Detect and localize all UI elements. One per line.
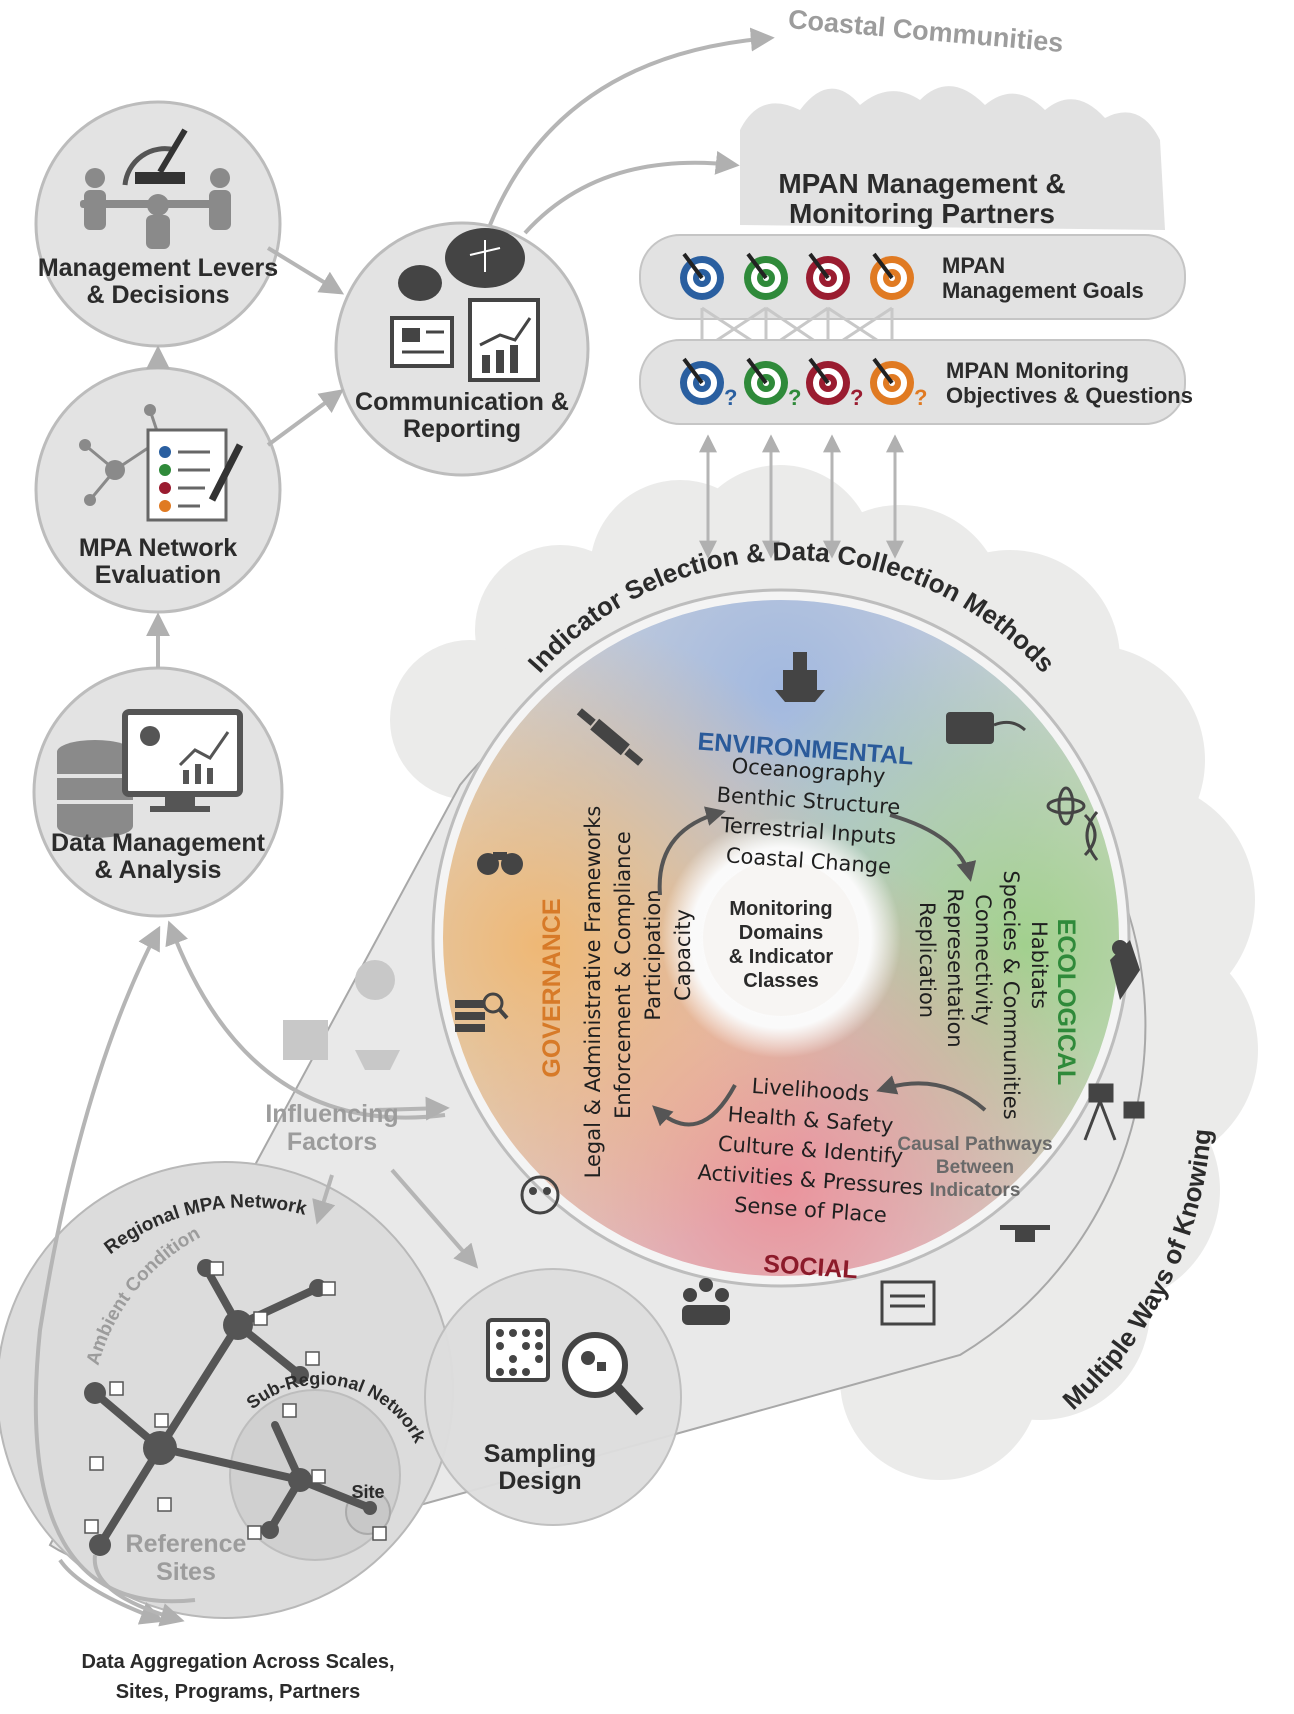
- monitoring-objectives-label: MPAN Monitoring Objectives & Questions: [946, 358, 1193, 408]
- camera-tripod-icon: [1083, 1083, 1145, 1141]
- svg-text:?: ?: [850, 385, 863, 410]
- svg-text:Between: Between: [936, 1157, 1014, 1178]
- svg-text:?: ?: [724, 385, 737, 410]
- wheel-center: [703, 860, 859, 1016]
- data-management-label: Data Management & Analysis: [51, 829, 266, 884]
- meeting-people-icon: [682, 1278, 730, 1325]
- svg-text:Factors: Factors: [287, 1128, 377, 1156]
- svg-text:Data Management: Data Management: [51, 829, 266, 857]
- svg-text:Causal Pathways: Causal Pathways: [897, 1134, 1052, 1155]
- survey-form-icon: [880, 1280, 936, 1326]
- database-monitor-icon: [57, 709, 243, 838]
- buoy-icon: [775, 652, 825, 702]
- svg-text:Sites, Programs, Partners: Sites, Programs, Partners: [116, 1681, 361, 1703]
- svg-text:Influencing: Influencing: [265, 1100, 398, 1128]
- rov-icon: [946, 712, 1027, 744]
- binoculars-icon: [477, 852, 523, 875]
- svg-text:Connectivity: Connectivity: [971, 894, 995, 1026]
- research-books-icon: [455, 992, 509, 1032]
- communication-label: Communication & Reporting: [355, 388, 569, 443]
- causal-pathways-label: Causal Pathways Between Indicators: [897, 1134, 1052, 1201]
- network-graph: [84, 1259, 387, 1556]
- svg-text:MPAN Management &: MPAN Management &: [778, 168, 1065, 199]
- diver-icon: [1110, 940, 1140, 1000]
- flow-arrows: [33, 27, 775, 1627]
- governance-title: GOVERNANCE: [538, 898, 566, 1077]
- center-label: Monitoring Domains & Indicator Classes: [729, 898, 834, 992]
- influencing-factors-label: Influencing Factors: [265, 1100, 398, 1156]
- sampling-design-label: Sampling Design: [484, 1440, 597, 1495]
- svg-text:Design: Design: [498, 1467, 581, 1495]
- svg-text:Communication &: Communication &: [355, 388, 569, 416]
- meeting-table-icon: [80, 128, 231, 249]
- community-silhouettes: [740, 86, 1165, 231]
- causal-pathway-arrows: [652, 806, 987, 1127]
- management-goals-label: MPAN Management Goals: [942, 253, 1144, 303]
- question-marks: ? ? ? ?: [724, 385, 927, 410]
- svg-text:Management Goals: Management Goals: [942, 278, 1144, 303]
- report-documents-icon: [390, 298, 540, 382]
- svg-text:Sampling: Sampling: [484, 1440, 597, 1468]
- svg-text:& Indicator: & Indicator: [729, 946, 834, 968]
- svg-text:Objectives & Questions: Objectives & Questions: [946, 383, 1193, 408]
- svg-text:& Analysis: & Analysis: [95, 856, 222, 884]
- svg-text:Data Aggregation Across Scales: Data Aggregation Across Scales,: [81, 1651, 394, 1673]
- svg-text:MPA Network: MPA Network: [79, 534, 237, 562]
- sampling-grid-magnifier-icon: [486, 1318, 644, 1416]
- objective-targets: [680, 357, 914, 405]
- svg-text:Representation: Representation: [943, 888, 967, 1048]
- objectives-wheel-arrows: [699, 434, 904, 559]
- svg-text:Monitoring Partners: Monitoring Partners: [789, 198, 1055, 229]
- coastal-communities-label: Coastal Communities: [787, 4, 1065, 58]
- svg-text:MPAN: MPAN: [942, 253, 1005, 278]
- goal-targets: [680, 252, 914, 300]
- reference-sites-label: Reference Sites: [126, 1530, 247, 1586]
- social-title: SOCIAL: [762, 1250, 858, 1285]
- svg-text:Capacity: Capacity: [671, 909, 695, 1001]
- evaluation-label: MPA Network Evaluation: [79, 534, 237, 589]
- svg-text:Habitats: Habitats: [1027, 921, 1051, 1009]
- svg-text:Evaluation: Evaluation: [95, 561, 221, 589]
- svg-text:?: ?: [914, 385, 927, 410]
- svg-text:Enforcement & Compliance: Enforcement & Compliance: [611, 831, 635, 1119]
- svg-text:Species & Communities: Species & Communities: [999, 870, 1023, 1119]
- drone-icon: [1000, 1225, 1050, 1242]
- management-levers-label: Management Levers & Decisions: [38, 254, 278, 309]
- people-group-icon: [520, 1175, 560, 1215]
- ecological-title: ECOLOGICAL: [1052, 919, 1080, 1086]
- partners-title: MPAN Management & Monitoring Partners: [778, 168, 1065, 229]
- evaluation-checklist-icon: [79, 404, 244, 522]
- svg-text:Indicators: Indicators: [930, 1180, 1021, 1201]
- svg-text:Sites: Sites: [156, 1558, 216, 1586]
- svg-text:Domains: Domains: [739, 922, 823, 944]
- site-label: Site: [351, 1482, 384, 1502]
- svg-text:Classes: Classes: [743, 970, 819, 992]
- svg-text:& Decisions: & Decisions: [86, 281, 229, 309]
- data-aggregation-label: Data Aggregation Across Scales, Sites, P…: [81, 1651, 394, 1703]
- atom-dna-icon: [1046, 786, 1099, 861]
- svg-text:Legal & Administrative Framewo: Legal & Administrative Frameworks: [581, 806, 605, 1179]
- svg-text:Participation: Participation: [641, 889, 665, 1020]
- svg-text:Reporting: Reporting: [403, 415, 521, 443]
- svg-text:Reference: Reference: [126, 1530, 247, 1558]
- chat-bubbles-icon: [398, 228, 525, 301]
- governance-items: Legal & Administrative Frameworks Enforc…: [581, 806, 695, 1179]
- svg-text:Management Levers: Management Levers: [38, 254, 278, 282]
- influencing-factors-icons: [283, 960, 400, 1070]
- svg-text:Replication: Replication: [915, 902, 939, 1018]
- svg-text:MPAN Monitoring: MPAN Monitoring: [946, 358, 1129, 383]
- svg-text:Monitoring: Monitoring: [729, 898, 832, 920]
- svg-text:?: ?: [788, 385, 801, 410]
- ecological-items: Habitats Species & Communities Connectiv…: [915, 870, 1051, 1119]
- satellite-icon: [576, 708, 644, 766]
